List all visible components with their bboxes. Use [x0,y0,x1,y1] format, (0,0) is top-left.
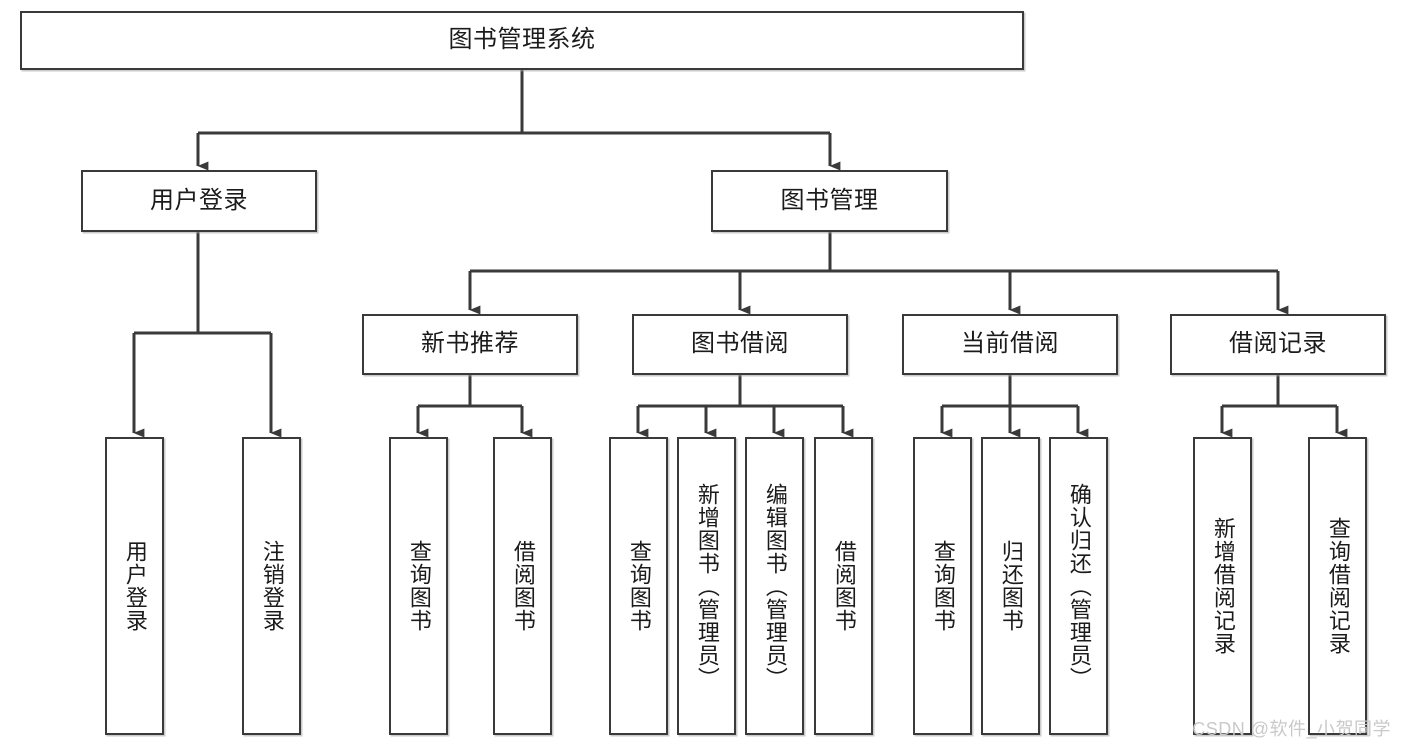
node-leaf-edit-book[interactable]: 编辑图书（管理员） [745,437,804,735]
node-leaf-add-book-label: 新增图书（管理员） [694,482,720,690]
node-leaf-query-book-1-label: 查询图书 [406,540,432,632]
node-book-borrow[interactable]: 图书借阅 [632,314,848,375]
node-borrow-record[interactable]: 借阅记录 [1170,314,1386,375]
node-root-label: 图书管理系统 [448,26,596,54]
node-book-borrow-label: 图书借阅 [691,330,789,358]
node-user-login-label: 用户登录 [150,186,248,214]
node-new-book-recommend[interactable]: 新书推荐 [362,314,578,375]
node-leaf-query-book-1[interactable]: 查询图书 [389,437,448,735]
node-borrow-record-label: 借阅记录 [1229,330,1327,358]
node-current-borrow-label: 当前借阅 [961,330,1059,358]
node-leaf-borrow-book-1-label: 借阅图书 [510,540,536,632]
node-leaf-user-logout-label: 注销登录 [259,540,285,632]
node-leaf-return-book-label: 归还图书 [998,540,1024,632]
node-leaf-edit-book-label: 编辑图书（管理员） [762,482,788,690]
node-leaf-query-book-2-label: 查询图书 [626,540,652,632]
node-leaf-return-book[interactable]: 归还图书 [981,437,1040,735]
node-leaf-user-login-label: 用户登录 [122,540,148,632]
node-book-management-label: 图书管理 [780,186,879,214]
csdn-watermark: CSDN @软件_小贺同学 [1192,719,1391,739]
node-leaf-add-record[interactable]: 新增借阅记录 [1193,437,1252,735]
node-leaf-query-book-2[interactable]: 查询图书 [609,437,668,735]
node-leaf-borrow-book-2[interactable]: 借阅图书 [814,437,873,735]
node-leaf-query-record-label: 查询借阅记录 [1325,517,1351,655]
node-new-book-recommend-label: 新书推荐 [421,330,519,358]
node-leaf-add-book[interactable]: 新增图书（管理员） [677,437,736,735]
node-leaf-add-record-label: 新增借阅记录 [1210,517,1236,655]
node-leaf-query-book-3-label: 查询图书 [930,540,956,632]
node-leaf-user-logout[interactable]: 注销登录 [242,437,301,735]
node-leaf-confirm-return[interactable]: 确认归还（管理员） [1049,437,1108,735]
node-user-login[interactable]: 用户登录 [81,170,317,232]
node-leaf-confirm-return-label: 确认归还（管理员） [1066,482,1092,690]
node-leaf-user-login[interactable]: 用户登录 [105,437,164,735]
node-leaf-borrow-book-2-label: 借阅图书 [831,540,857,632]
node-current-borrow[interactable]: 当前借阅 [902,314,1118,375]
node-leaf-query-book-3[interactable]: 查询图书 [913,437,972,735]
node-leaf-query-record[interactable]: 查询借阅记录 [1308,437,1367,735]
node-leaf-borrow-book-1[interactable]: 借阅图书 [493,437,552,735]
node-book-management[interactable]: 图书管理 [711,170,948,232]
node-root[interactable]: 图书管理系统 [20,11,1024,70]
